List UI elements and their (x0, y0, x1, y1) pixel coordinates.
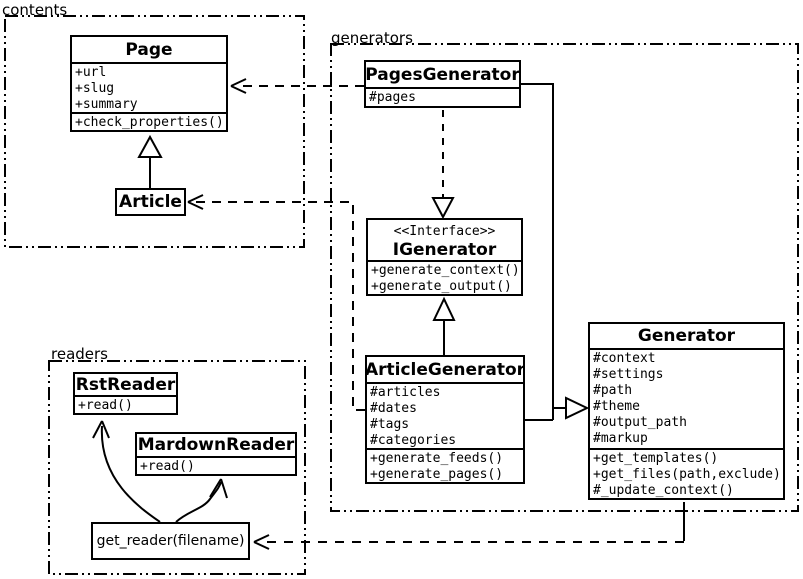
get-reader-box: get_reader(filename) (91, 522, 250, 560)
class-articlegenerator-title: ArticleGenerator (367, 359, 523, 380)
class-generator-attributes: #context #settings #path #theme #output_… (590, 348, 783, 448)
class-article-title: Article (119, 192, 182, 212)
readers-package-border (48, 360, 306, 575)
generators-package-label: generators (331, 29, 413, 47)
dependency-pagesgenerator-to-page (230, 78, 364, 94)
class-page: Page +url +slug +summary +check_properti… (70, 35, 228, 132)
class-mardownreader: MardownReader +read() (135, 432, 297, 476)
class-article: Article (115, 188, 186, 216)
class-rstreader-methods: +read() (75, 395, 176, 413)
realization-pagesgenerator-to-igenerator (431, 110, 455, 220)
class-articlegenerator-attributes: #articles #dates #tags #categories (367, 382, 523, 448)
class-igenerator-header: <<Interface>> IGenerator (368, 220, 521, 260)
class-pagesgenerator-attributes: #pages (366, 87, 519, 106)
class-generator-title: Generator (637, 326, 736, 346)
dependency-generator-to-getreader (253, 502, 685, 550)
class-igenerator-title: IGenerator (392, 240, 497, 260)
class-pagesgenerator: PagesGenerator #pages (364, 60, 521, 108)
class-articlegenerator-methods: +generate_feeds() +generate_pages() (367, 448, 523, 482)
generalization-articlegenerator-to-igenerator (432, 296, 456, 355)
class-igenerator: <<Interface>> IGenerator +generate_conte… (366, 218, 523, 296)
class-generator-methods: +get_templates() +get_files(path,exclude… (590, 448, 783, 498)
class-rstreader-title: RstReader (75, 374, 176, 395)
class-page-methods: +check_properties() (72, 112, 226, 130)
class-mardownreader-title: MardownReader (137, 435, 295, 455)
class-mardownreader-methods: +read() (137, 456, 295, 474)
class-pagesgenerator-title: PagesGenerator (366, 64, 519, 85)
contents-package-label: contents (2, 1, 68, 19)
generalization-generators-to-generator (521, 83, 590, 421)
class-generator: Generator #context #settings #path #them… (588, 322, 785, 500)
arrow-getreader-to-rstreader (92, 420, 161, 523)
class-igenerator-stereotype: <<Interface>> (393, 224, 496, 239)
class-rstreader: RstReader +read() (73, 372, 178, 415)
class-page-title: Page (125, 39, 173, 60)
class-articlegenerator: ArticleGenerator #articles #dates #tags … (365, 355, 525, 484)
class-page-attributes: +url +slug +summary (72, 62, 226, 112)
arrow-getreader-to-mardownreader (175, 478, 228, 523)
readers-package-label: readers (51, 345, 108, 363)
class-igenerator-methods: +generate_context() +generate_output() (368, 260, 521, 294)
generalization-article-to-page (137, 134, 163, 188)
dependency-articlegenerator-to-article (187, 194, 365, 411)
generators-package-border (330, 43, 799, 512)
contents-package-border (4, 15, 305, 248)
